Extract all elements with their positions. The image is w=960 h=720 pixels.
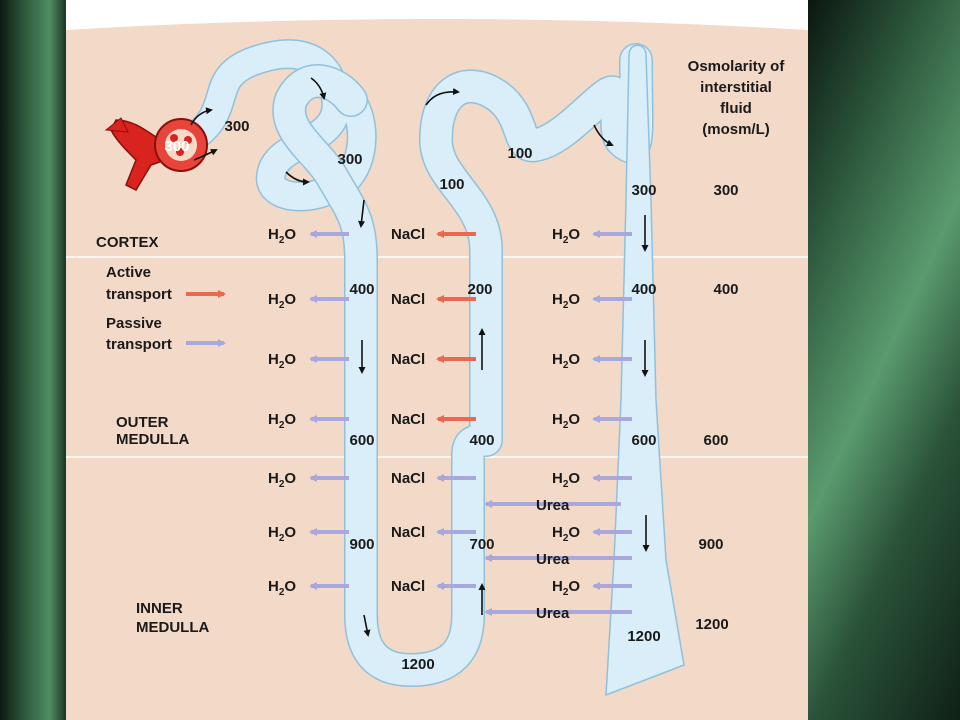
salt-label: NaCl	[391, 470, 425, 487]
proximal-value: 300	[337, 151, 362, 168]
zone-outer-label: OUTER	[116, 414, 169, 431]
flow-arrows	[190, 77, 650, 637]
active-arrows	[186, 230, 476, 423]
water-label: H2O	[552, 524, 580, 544]
water-label: H2O	[552, 226, 580, 246]
legend-passive-label: transport	[106, 336, 172, 353]
water-label: H2O	[268, 291, 296, 311]
zone-inner-label: MEDULLA	[136, 619, 209, 636]
legend-active-label: transport	[106, 286, 172, 303]
salt-label: NaCl	[391, 291, 425, 308]
flow-arrow	[358, 199, 366, 228]
interstitial-value: 1200	[695, 616, 728, 633]
glomerulus-value: 300	[164, 138, 189, 155]
water-label: H2O	[552, 578, 580, 598]
descending-value: 400	[349, 281, 374, 298]
interstitial-value: 600	[703, 432, 728, 449]
salt-label: NaCl	[391, 524, 425, 541]
flow-arrow	[193, 149, 218, 161]
flow-arrow	[190, 107, 213, 126]
loop-bottom-value: 1200	[401, 656, 434, 673]
salt-label: NaCl	[391, 226, 425, 243]
capillary-tuft-dot	[170, 134, 178, 142]
water-label: H2O	[268, 411, 296, 431]
nephron-diagram: Osmolarity of interstitial fluid (mosm/L…	[66, 19, 808, 720]
zone-outer-label: MEDULLA	[116, 431, 189, 448]
collecting-value: 400	[631, 281, 656, 298]
distal-value: 100	[439, 176, 464, 193]
interstitial-header: Osmolarity of interstitial fluid (mosm/L…	[688, 58, 786, 138]
water-label: H2O	[268, 351, 296, 371]
capillary-tuft-dot	[184, 136, 192, 144]
interstitial-values: 300 400 600 900 1200	[695, 182, 738, 633]
water-label: H2O	[268, 470, 296, 490]
descending-value: 600	[349, 432, 374, 449]
header-line: fluid	[720, 100, 752, 117]
water-labels-collecting: H2O H2O H2O H2O H2O H2O H2O	[552, 226, 580, 598]
collecting-value: 1200	[627, 628, 660, 645]
descending-value: 900	[349, 536, 374, 553]
flow-arrow	[593, 124, 614, 147]
salt-label: NaCl	[391, 351, 425, 368]
salt-label: NaCl	[391, 411, 425, 428]
water-label: H2O	[552, 411, 580, 431]
collecting-value: 300	[631, 182, 656, 199]
urea-label: Urea	[536, 605, 570, 622]
proximal-value: 300	[224, 118, 249, 135]
header-line: Osmolarity of	[688, 58, 786, 75]
flow-arrow	[425, 88, 460, 106]
water-label: H2O	[552, 351, 580, 371]
ascending-value: 200	[467, 281, 492, 298]
flow-arrow	[363, 614, 371, 637]
flow-arrow	[310, 77, 327, 100]
urea-label: Urea	[536, 551, 570, 568]
right-backdrop	[808, 0, 960, 720]
afferent-arteriole	[110, 119, 177, 191]
water-labels-descending: H2O H2O H2O H2O H2O H2O H2O	[268, 226, 296, 598]
capillary-tuft-dot	[176, 148, 184, 156]
interstitial-value: 300	[713, 182, 738, 199]
zone-cortex-label: CORTEX	[96, 234, 159, 251]
header-line: (mosm/L)	[702, 121, 770, 138]
water-label: H2O	[552, 470, 580, 490]
left-backdrop	[0, 0, 66, 720]
glomerulus	[104, 117, 208, 191]
collecting-value: 600	[631, 432, 656, 449]
tubule-values: 300 300 300 400 600 900 1200 700 400 200…	[164, 118, 660, 673]
ascending-value: 700	[469, 536, 494, 553]
flow-arrow	[285, 171, 310, 186]
proximal-to-descending-limb-fill	[273, 44, 653, 686]
interstitial-value: 900	[698, 536, 723, 553]
arteriole-stub	[104, 117, 129, 133]
distal-value: 100	[507, 145, 532, 162]
ascending-value: 400	[469, 432, 494, 449]
interstitial-value: 400	[713, 281, 738, 298]
slide: Osmolarity of interstitial fluid (mosm/L…	[66, 0, 808, 720]
salt-label: NaCl	[391, 578, 425, 595]
urea-label: Urea	[536, 497, 570, 514]
water-label: H2O	[552, 291, 580, 311]
legend-active-label: Active	[106, 264, 151, 281]
passive-arrows	[186, 230, 632, 616]
salt-labels: NaCl NaCl NaCl NaCl NaCl NaCl NaCl	[391, 226, 425, 595]
header-line: interstitial	[700, 79, 772, 96]
water-label: H2O	[268, 524, 296, 544]
legend-passive-label: Passive	[106, 315, 162, 332]
zone-inner-label: INNER	[136, 600, 183, 617]
urea-labels: Urea Urea Urea	[536, 497, 570, 622]
water-label: H2O	[268, 226, 296, 246]
water-label: H2O	[268, 578, 296, 598]
